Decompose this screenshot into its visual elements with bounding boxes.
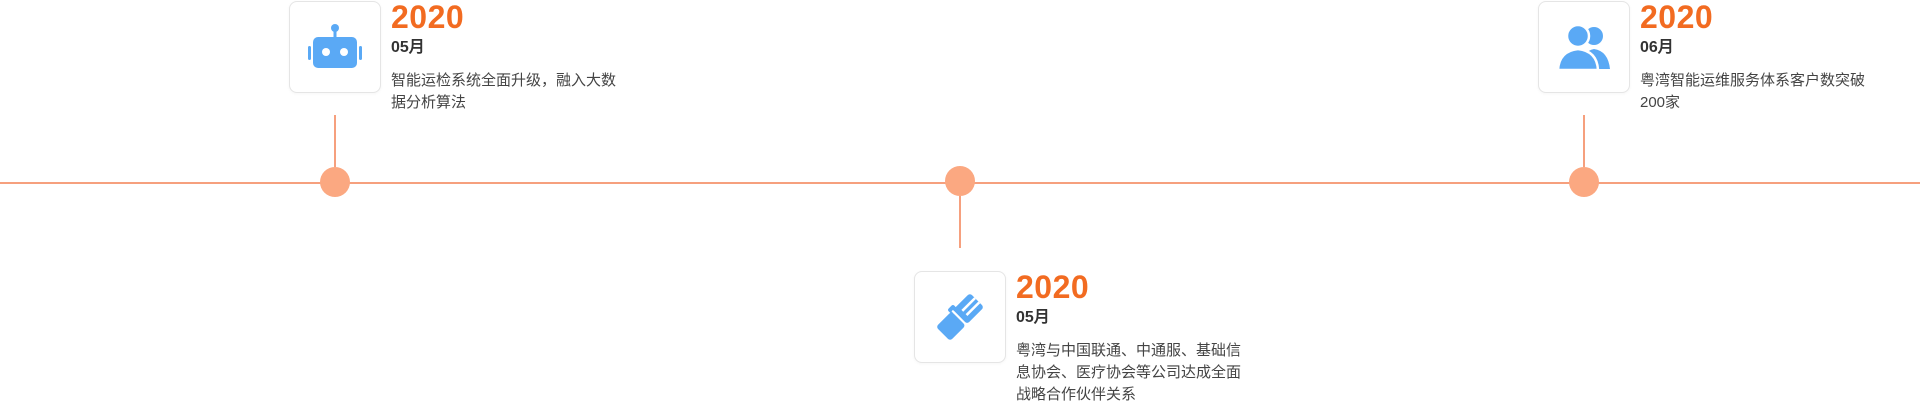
milestone-month: 05月 [391, 39, 425, 56]
milestone-connector [334, 115, 336, 167]
robot-icon [308, 24, 362, 68]
milestone-year: 2020 [1016, 269, 1090, 305]
milestone-month: 06月 [1640, 39, 1674, 56]
milestone-connector [1583, 115, 1585, 167]
milestone-year: 2020 [391, 0, 465, 35]
milestone-description: 粤湾与中国联通、中通服、基础信息协会、医疗协会等公司达成全面战略合作伙伴关系 [1016, 342, 1242, 403]
timeline-dot [1569, 167, 1599, 197]
milestone-description: 智能运检系统全面升级，融入大数据分析算法 [391, 72, 617, 111]
timeline-dot [320, 167, 350, 197]
milestone-description: 粤湾智能运维服务体系客户数突破200家 [1640, 72, 1866, 111]
milestone-icon-box [1538, 1, 1630, 93]
milestone-connector [959, 196, 961, 248]
milestone-year: 2020 [1640, 0, 1714, 35]
milestone-icon-box [914, 271, 1006, 363]
timeline-dot [945, 166, 975, 196]
milestone-icon-box [289, 1, 381, 93]
users-icon [1556, 23, 1610, 71]
handshake-icon [937, 294, 983, 340]
milestone-month: 05月 [1016, 309, 1050, 326]
